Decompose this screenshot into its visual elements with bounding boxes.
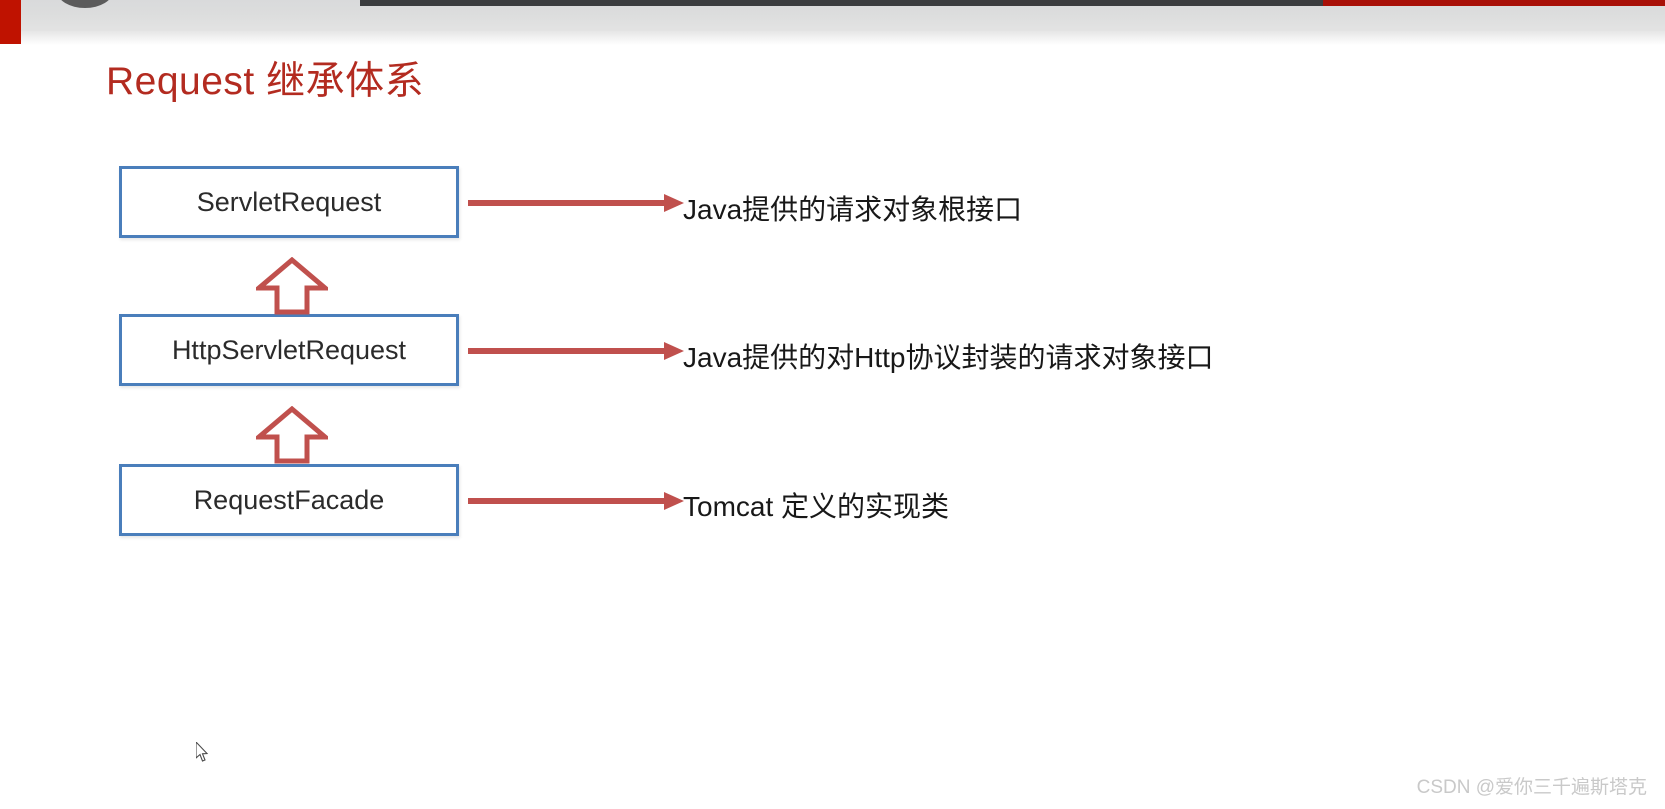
node-description-httpservletrequest: Java提供的对Http协议封装的请求对象接口 <box>683 342 1214 373</box>
node-description-requestfacade: Tomcat 定义的实现类 <box>683 491 950 522</box>
header-circle-decoration <box>57 0 113 8</box>
header-gradient-fade <box>21 31 1665 45</box>
node-description-servletrequest: Java提供的请求对象根接口 <box>683 194 1023 225</box>
inheritance-up-arrow-icon <box>252 256 332 315</box>
node-label: HttpServletRequest <box>171 334 407 365</box>
pointer-arrow-icon <box>466 340 686 362</box>
pointer-arrow-icon <box>466 192 686 214</box>
inheritance-up-arrow-icon <box>252 405 332 464</box>
diagram-node-servletrequest[interactable]: ServletRequest <box>119 166 459 238</box>
diagram-node-requestfacade[interactable]: RequestFacade <box>119 464 459 536</box>
csdn-watermark: CSDN @爱你三千遍斯塔克 <box>1416 777 1647 798</box>
mouse-cursor-icon <box>195 740 210 763</box>
page-title: Request 继承体系 <box>106 60 425 103</box>
node-label: ServletRequest <box>196 186 382 217</box>
header-red-bar <box>1323 0 1665 6</box>
slide-header-band <box>0 0 1665 31</box>
node-label: RequestFacade <box>193 484 385 515</box>
header-accent-block <box>0 0 21 44</box>
diagram-node-httpservletrequest[interactable]: HttpServletRequest <box>119 314 459 386</box>
pointer-arrow-icon <box>466 490 686 512</box>
header-dark-bar <box>360 0 1323 6</box>
